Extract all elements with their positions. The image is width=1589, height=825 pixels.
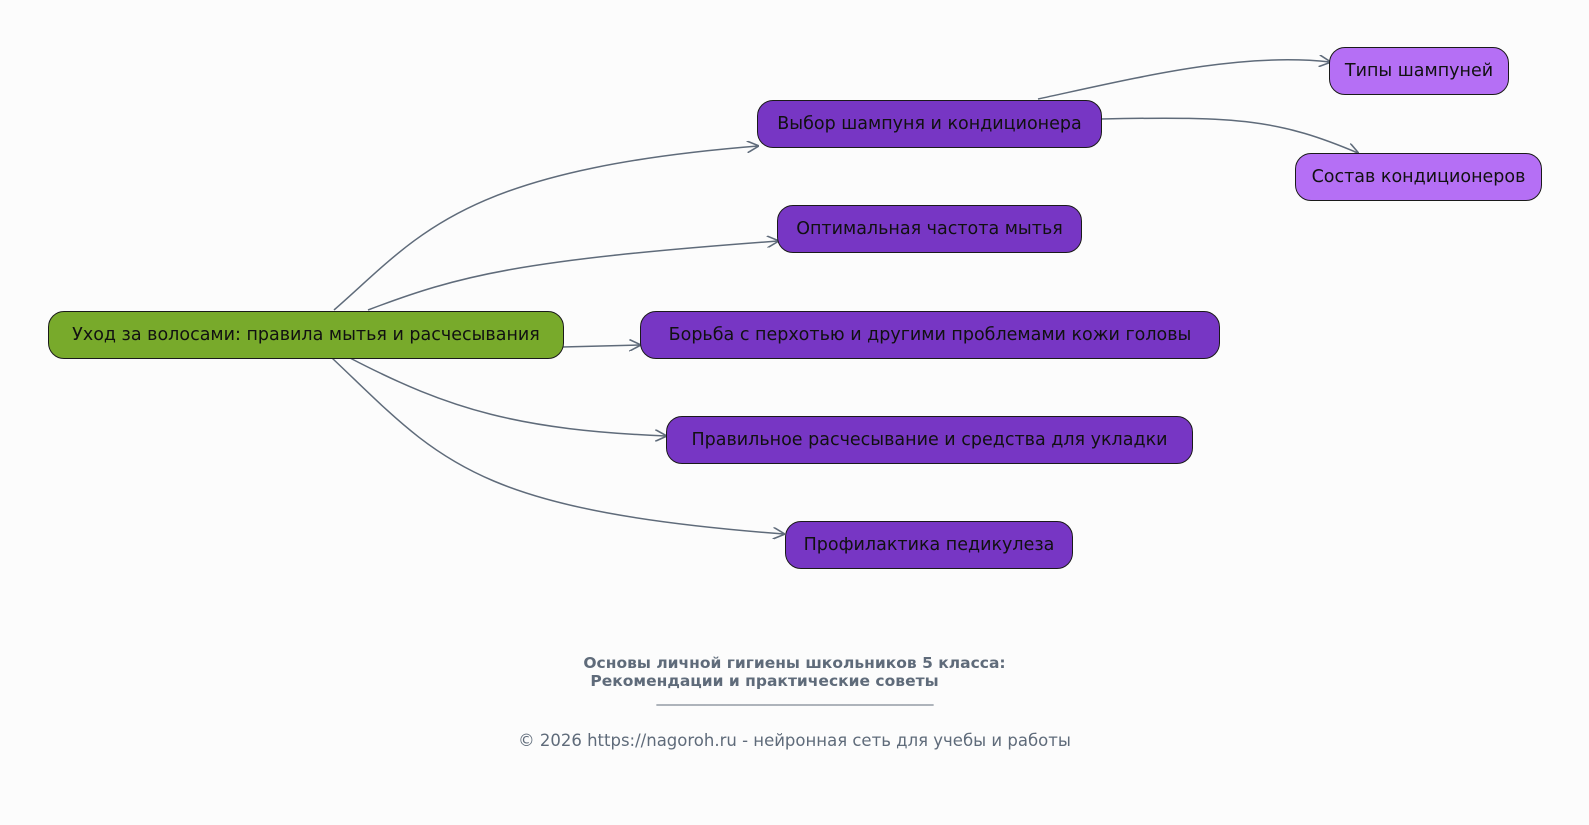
- node-label: Борьба с перхотью и другими проблемами к…: [668, 325, 1192, 345]
- node-label: Выбор шампуня и кондиционера: [777, 114, 1082, 134]
- footer-title-line2: Рекомендации и практические советы: [590, 672, 939, 690]
- node-conditioner-composition[interactable]: Состав кондиционеров: [1295, 153, 1542, 201]
- node-label: Профилактика педикулеза: [803, 535, 1055, 555]
- node-shampoo-types[interactable]: Типы шампуней: [1329, 47, 1509, 95]
- edge-root-to-lice: [331, 357, 784, 534]
- edge-root-to-frequency: [367, 241, 778, 311]
- footer-divider: ________________________________________…: [656, 690, 934, 706]
- footer-title-line1: Основы личной гигиены школьников 5 класс…: [583, 654, 1006, 672]
- footer-copyright: © 2026 https://nagoroh.ru - нейронная се…: [518, 731, 1071, 750]
- edge-root-to-combing: [349, 357, 666, 436]
- node-wash-frequency[interactable]: Оптимальная частота мытья: [777, 205, 1082, 253]
- node-dandruff[interactable]: Борьба с перхотью и другими проблемами к…: [640, 311, 1220, 359]
- node-root-label: Уход за волосами: правила мытья и расчес…: [72, 325, 540, 345]
- node-label: Состав кондиционеров: [1311, 167, 1526, 187]
- footer-title: Основы личной гигиены школьников 5 класс…: [0, 654, 1589, 690]
- edge-shampoo-to-types: [1037, 60, 1330, 100]
- node-label: Оптимальная частота мытья: [796, 219, 1063, 239]
- node-label: Правильное расчесывание и средства для у…: [691, 430, 1168, 450]
- node-shampoo-choice[interactable]: Выбор шампуня и кондиционера: [757, 100, 1102, 148]
- node-label: Типы шампуней: [1344, 61, 1494, 81]
- edge-root-to-dandruff: [561, 345, 640, 347]
- node-combing-styling[interactable]: Правильное расчесывание и средства для у…: [666, 416, 1193, 464]
- edge-shampoo-to-conditioners: [1100, 117, 1358, 153]
- edge-root-to-shampoo: [333, 146, 758, 311]
- node-lice-prevention[interactable]: Профилактика педикулеза: [785, 521, 1073, 569]
- node-root[interactable]: Уход за волосами: правила мытья и расчес…: [48, 311, 564, 359]
